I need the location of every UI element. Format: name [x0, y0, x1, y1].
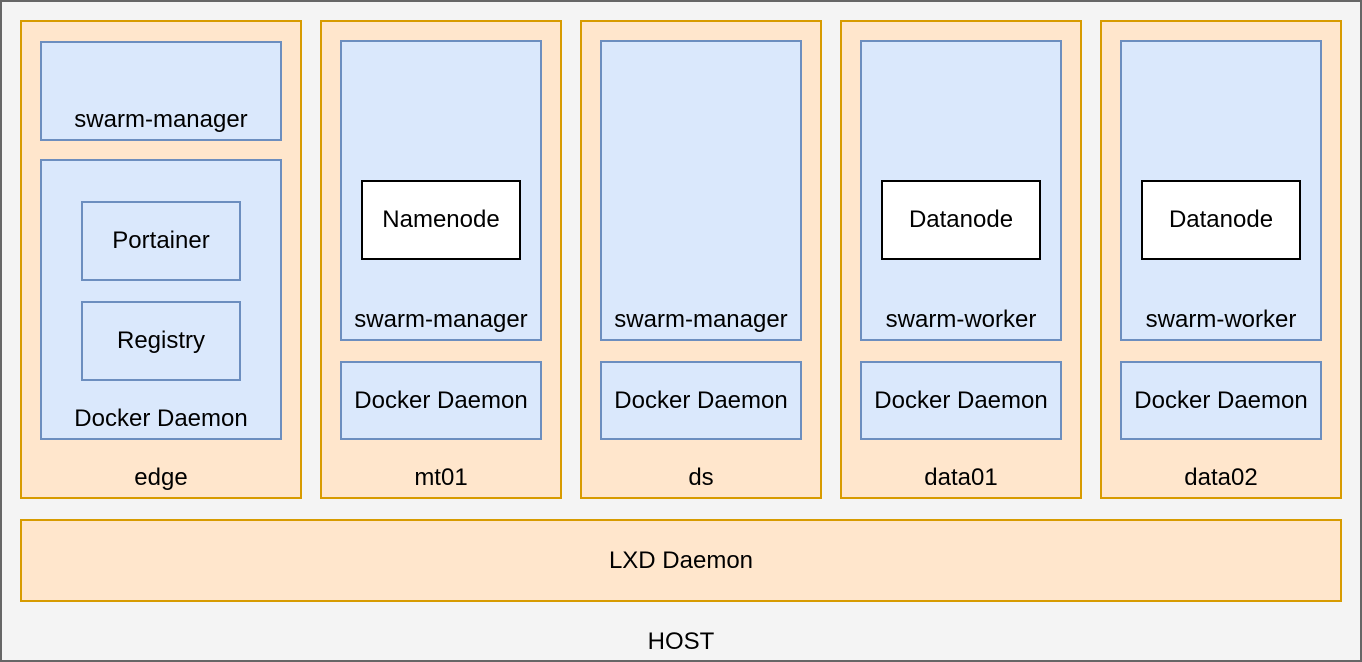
- node-label: Datanode: [908, 206, 1014, 233]
- docker-daemon-label: Docker Daemon: [1134, 386, 1308, 414]
- lxd-daemon-bar: LXD Daemon: [20, 519, 1342, 602]
- container-name-label: edge: [134, 464, 188, 491]
- swarm-role-label: swarm-manager: [74, 106, 248, 133]
- swarm-role-label: swarm-worker: [885, 306, 1037, 333]
- datanode-box-data02: Datanode: [1141, 180, 1301, 260]
- host-label: HOST: [647, 628, 715, 655]
- node-label: Datanode: [1168, 206, 1274, 233]
- container-name-label: ds: [688, 464, 714, 491]
- container-name-label: data02: [1184, 464, 1258, 491]
- swarm-manager-box-edge: swarm-manager: [40, 41, 282, 141]
- service-label: Portainer: [112, 227, 210, 254]
- lxd-container-edge: swarm-manager Portainer Registry Docker …: [20, 20, 302, 499]
- container-name-label: mt01: [414, 464, 468, 491]
- docker-daemon-label: Docker Daemon: [354, 386, 528, 414]
- datanode-box-data01: Datanode: [881, 180, 1041, 260]
- lxd-container-ds: swarm-manager Docker Daemon ds: [580, 20, 822, 499]
- lxd-daemon-label: LXD Daemon: [608, 546, 754, 574]
- docker-daemon-label: Docker Daemon: [874, 386, 1048, 414]
- swarm-role-label: swarm-worker: [1145, 306, 1297, 333]
- node-label: Namenode: [382, 206, 500, 233]
- portainer-box: Portainer: [81, 201, 241, 281]
- swarm-manager-box-ds: swarm-manager: [600, 40, 802, 341]
- service-label: Registry: [116, 327, 206, 354]
- docker-daemon-label: Docker Daemon: [614, 386, 788, 414]
- container-name-label: data01: [924, 464, 998, 491]
- docker-daemon-box-data01: Docker Daemon: [860, 361, 1062, 440]
- namenode-box: Namenode: [361, 180, 521, 260]
- swarm-worker-box-data01: Datanode swarm-worker: [860, 40, 1062, 341]
- registry-box: Registry: [81, 301, 241, 381]
- docker-daemon-box-data02: Docker Daemon: [1120, 361, 1322, 440]
- swarm-worker-box-data02: Datanode swarm-worker: [1120, 40, 1322, 341]
- docker-daemon-box-edge: Portainer Registry Docker Daemon: [40, 159, 282, 440]
- docker-daemon-label: Docker Daemon: [74, 405, 248, 432]
- lxd-container-mt01: Namenode swarm-manager Docker Daemon mt0…: [320, 20, 562, 499]
- lxd-container-data01: Datanode swarm-worker Docker Daemon data…: [840, 20, 1082, 499]
- swarm-role-label: swarm-manager: [354, 306, 528, 333]
- swarm-role-label: swarm-manager: [614, 306, 788, 333]
- docker-daemon-box-mt01: Docker Daemon: [340, 361, 542, 440]
- docker-daemon-box-ds: Docker Daemon: [600, 361, 802, 440]
- lxd-container-data02: Datanode swarm-worker Docker Daemon data…: [1100, 20, 1342, 499]
- swarm-manager-box-mt01: Namenode swarm-manager: [340, 40, 542, 341]
